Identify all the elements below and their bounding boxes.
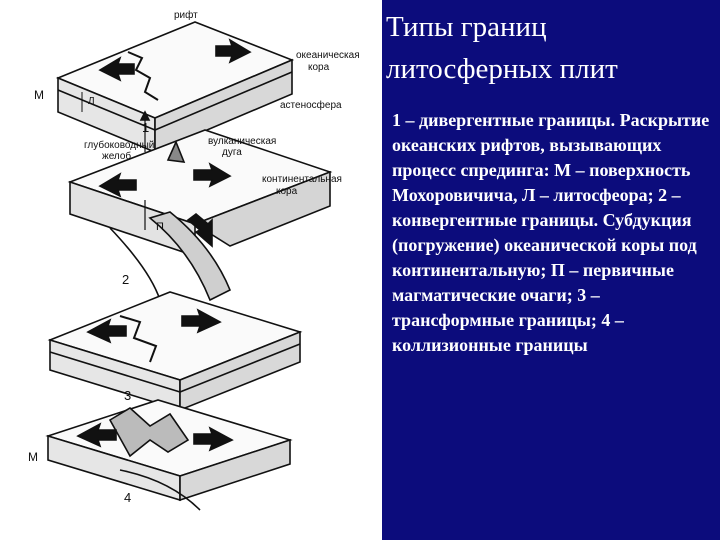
block-convergent: [67, 129, 333, 302]
label-m-bottom: М: [28, 450, 38, 464]
label-deep-trench-1: глубоководный: [84, 140, 155, 151]
label-volcanic-arc-1: вулканическая: [208, 136, 277, 147]
label-oceanic-crust-1: океаническая: [296, 50, 360, 61]
slide-title: Типы границ литосферных плит: [386, 6, 716, 90]
label-oceanic-crust-2: кора: [308, 62, 330, 73]
label-rift: рифт: [174, 10, 198, 21]
slide-title-line-2: литосферных плит: [386, 53, 618, 85]
label-asthenosphere: астеносфера: [280, 100, 342, 111]
label-continental-crust-1: континентальная: [262, 174, 342, 185]
number-3: 3: [124, 388, 132, 403]
number-2: 2: [122, 272, 130, 287]
slide-title-line-1: Типы границ: [386, 11, 547, 43]
block-diagrams: [45, 21, 333, 511]
block-transform: [47, 291, 303, 412]
label-continental-crust-2: кора: [276, 186, 298, 197]
label-deep-trench-2: желоб: [102, 151, 132, 162]
label-l-top: Л: [88, 96, 95, 107]
number-1: 1: [142, 120, 150, 135]
block-divergent: [55, 21, 295, 154]
label-m-top: М: [34, 88, 44, 102]
slide-body-text: 1 – дивергентные границы. Раскрытие океа…: [392, 110, 710, 355]
label-p: П: [156, 221, 164, 233]
label-volcanic-arc-2: дуга: [222, 147, 242, 158]
block-collision: [45, 399, 293, 511]
number-4: 4: [124, 490, 132, 505]
tectonic-boundaries-figure: рифт океаническая кора астеносфера М Л 1…: [0, 0, 382, 540]
